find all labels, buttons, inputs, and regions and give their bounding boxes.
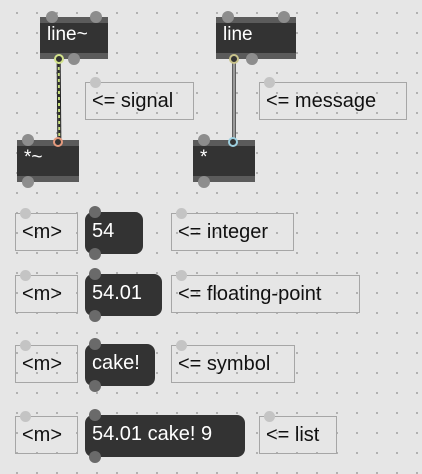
m-tag-box: <m> — [15, 411, 78, 454]
floating-point-comment: <= floating-point — [171, 270, 360, 313]
comment-text: <= list — [266, 424, 320, 446]
message-comment: <= message — [259, 77, 407, 120]
m-tag-text: <m> — [22, 283, 63, 305]
message-patch-cord[interactable] — [232, 58, 236, 144]
m-tag-text: <m> — [22, 353, 63, 375]
list-comment: <= list — [259, 411, 337, 454]
integer-comment: <= integer — [171, 208, 294, 251]
inlet-nub[interactable] — [22, 134, 34, 146]
outlet-nub[interactable] — [22, 176, 34, 188]
comment-text: <= message — [266, 90, 377, 112]
inlet-nub[interactable] — [89, 268, 101, 280]
inlet-nub[interactable] — [222, 11, 234, 23]
m-tag-text: <m> — [22, 424, 63, 446]
integer-message-box[interactable]: 54 — [85, 206, 143, 260]
line-signal-object[interactable]: line~ — [40, 11, 108, 65]
m-tag-box: <m> — [15, 208, 78, 251]
m-tag-box: <m> — [15, 340, 78, 383]
outlet-port[interactable] — [229, 54, 239, 64]
object-label: * — [200, 147, 208, 168]
outlet-nub[interactable] — [246, 53, 258, 65]
inlet-port[interactable] — [53, 137, 63, 147]
object-label: line~ — [47, 24, 88, 45]
inlet-nub[interactable] — [89, 206, 101, 218]
inlet-nub[interactable] — [46, 11, 58, 23]
outlet-nub[interactable] — [198, 176, 210, 188]
object-label: *~ — [24, 147, 43, 168]
symbol-comment: <= symbol — [171, 340, 295, 383]
inlet-nub[interactable] — [90, 11, 102, 23]
outlet-nub[interactable] — [89, 380, 101, 392]
inlet-port[interactable] — [228, 137, 238, 147]
inlet-nub[interactable] — [198, 134, 210, 146]
message-value: 54.01 — [92, 282, 143, 304]
list-message-box[interactable]: 54.01 cake! 9 — [85, 409, 245, 463]
outlet-nub[interactable] — [89, 310, 101, 322]
inlet-nub[interactable] — [278, 11, 290, 23]
message-value: 54.01 cake! 9 — [92, 423, 213, 445]
multiply-signal-object[interactable]: *~ — [17, 134, 79, 188]
m-tag-text: <m> — [22, 221, 63, 243]
symbol-message-box[interactable]: cake! — [85, 338, 155, 392]
inlet-nub[interactable] — [89, 338, 101, 350]
comment-text: <= integer — [178, 221, 269, 243]
comment-text: <= signal — [92, 90, 174, 112]
signal-comment: <= signal — [85, 77, 194, 120]
inlet-nub[interactable] — [89, 409, 101, 421]
message-value: cake! — [92, 352, 140, 374]
signal-patch-cord[interactable] — [56, 57, 62, 145]
comment-text: <= floating-point — [178, 283, 322, 305]
outlet-nub[interactable] — [89, 248, 101, 260]
comment-text: <= symbol — [178, 353, 271, 375]
float-message-box[interactable]: 54.01 — [85, 268, 162, 322]
m-tag-box: <m> — [15, 270, 78, 313]
outlet-port[interactable] — [54, 54, 64, 64]
outlet-nub[interactable] — [68, 53, 80, 65]
message-value: 54 — [92, 220, 115, 242]
object-label: line — [223, 24, 253, 45]
outlet-nub[interactable] — [89, 451, 101, 463]
line-message-object[interactable]: line — [216, 11, 296, 65]
multiply-message-object[interactable]: * — [193, 134, 255, 188]
